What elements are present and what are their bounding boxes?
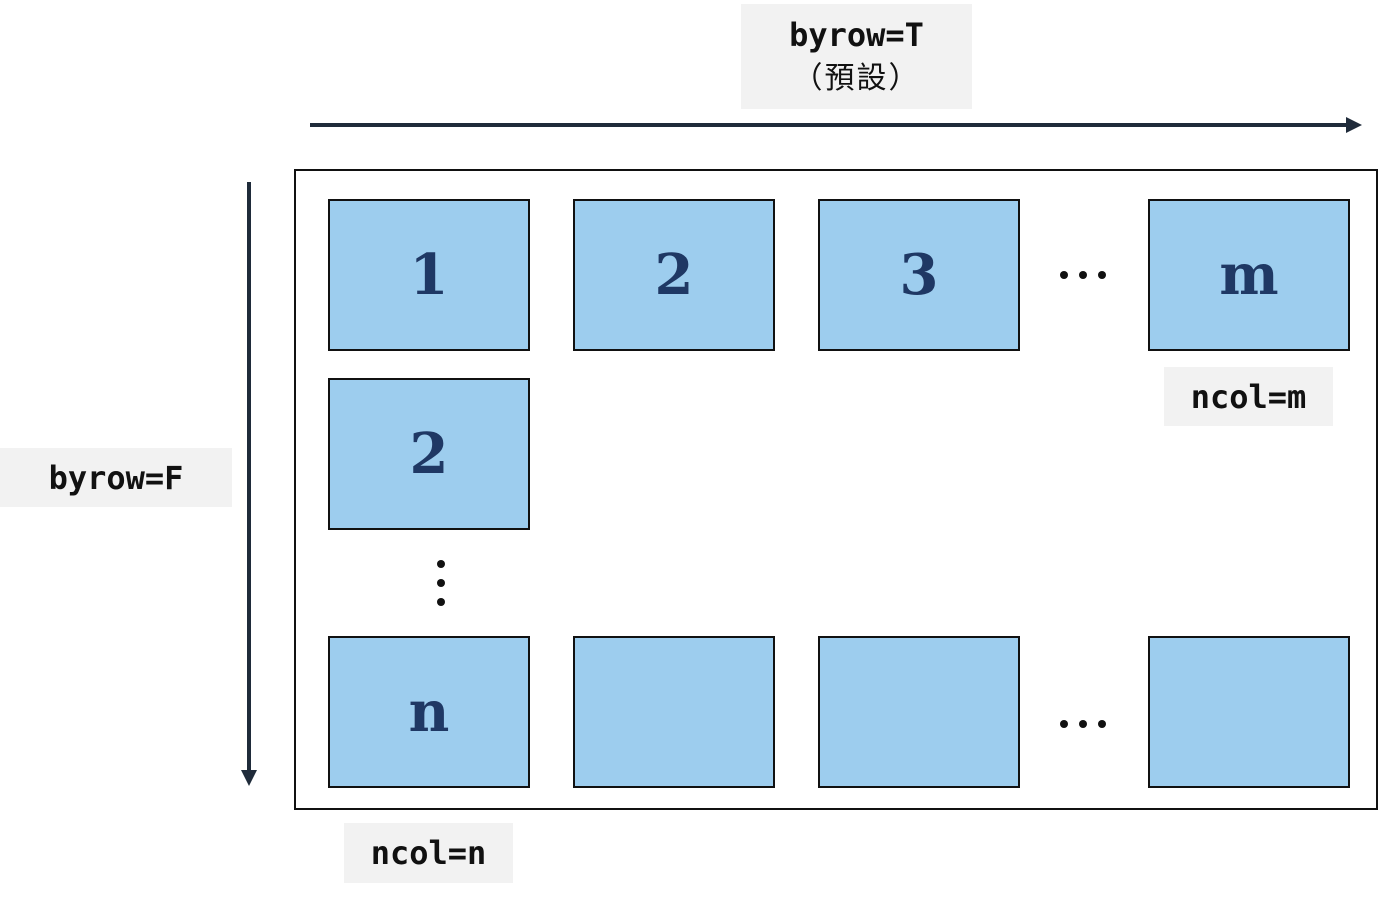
ellipsis-dot — [437, 598, 445, 606]
byrow-true-label: byrow=T （預設） — [741, 4, 972, 109]
cell-row1-colm: m — [1148, 199, 1350, 351]
matrix-frame — [294, 169, 1378, 810]
cell-row2-col1: 2 — [328, 378, 530, 530]
default-note: （預設） — [792, 60, 921, 96]
cell-rown-col3 — [818, 636, 1020, 788]
cell-rown-col1: n — [328, 636, 530, 788]
column1-ellipsis — [436, 560, 446, 606]
ellipsis-dot — [1060, 720, 1068, 728]
ncol-n-label: ncol=n — [344, 823, 513, 883]
ellipsis-dot — [437, 579, 445, 587]
column-direction-arrow — [247, 182, 251, 774]
cell-rown-colm — [1148, 636, 1350, 788]
rown-ellipsis — [1060, 719, 1106, 729]
ellipsis-dot — [1098, 271, 1106, 279]
row-direction-arrow — [310, 123, 1350, 127]
cell-row1-col1: 1 — [328, 199, 530, 351]
ellipsis-dot — [1060, 271, 1068, 279]
cell-row1-col2: 2 — [573, 199, 775, 351]
ncol-m-text: ncol=m — [1190, 377, 1307, 416]
cell-row1-col3: 3 — [818, 199, 1020, 351]
cell-rown-col2 — [573, 636, 775, 788]
byrow-true-text: byrow=T — [789, 15, 924, 54]
row-direction-arrowhead — [1346, 117, 1362, 133]
ncol-n-text: ncol=n — [370, 834, 487, 872]
ellipsis-dot — [1079, 720, 1087, 728]
ellipsis-dot — [437, 560, 445, 568]
byrow-false-text: byrow=F — [48, 458, 184, 497]
byrow-false-label: byrow=F — [0, 448, 232, 507]
row1-ellipsis — [1060, 270, 1106, 280]
ellipsis-dot — [1079, 271, 1087, 279]
column-direction-arrowhead — [241, 770, 257, 786]
ellipsis-dot — [1098, 720, 1106, 728]
ncol-m-label: ncol=m — [1164, 367, 1333, 426]
